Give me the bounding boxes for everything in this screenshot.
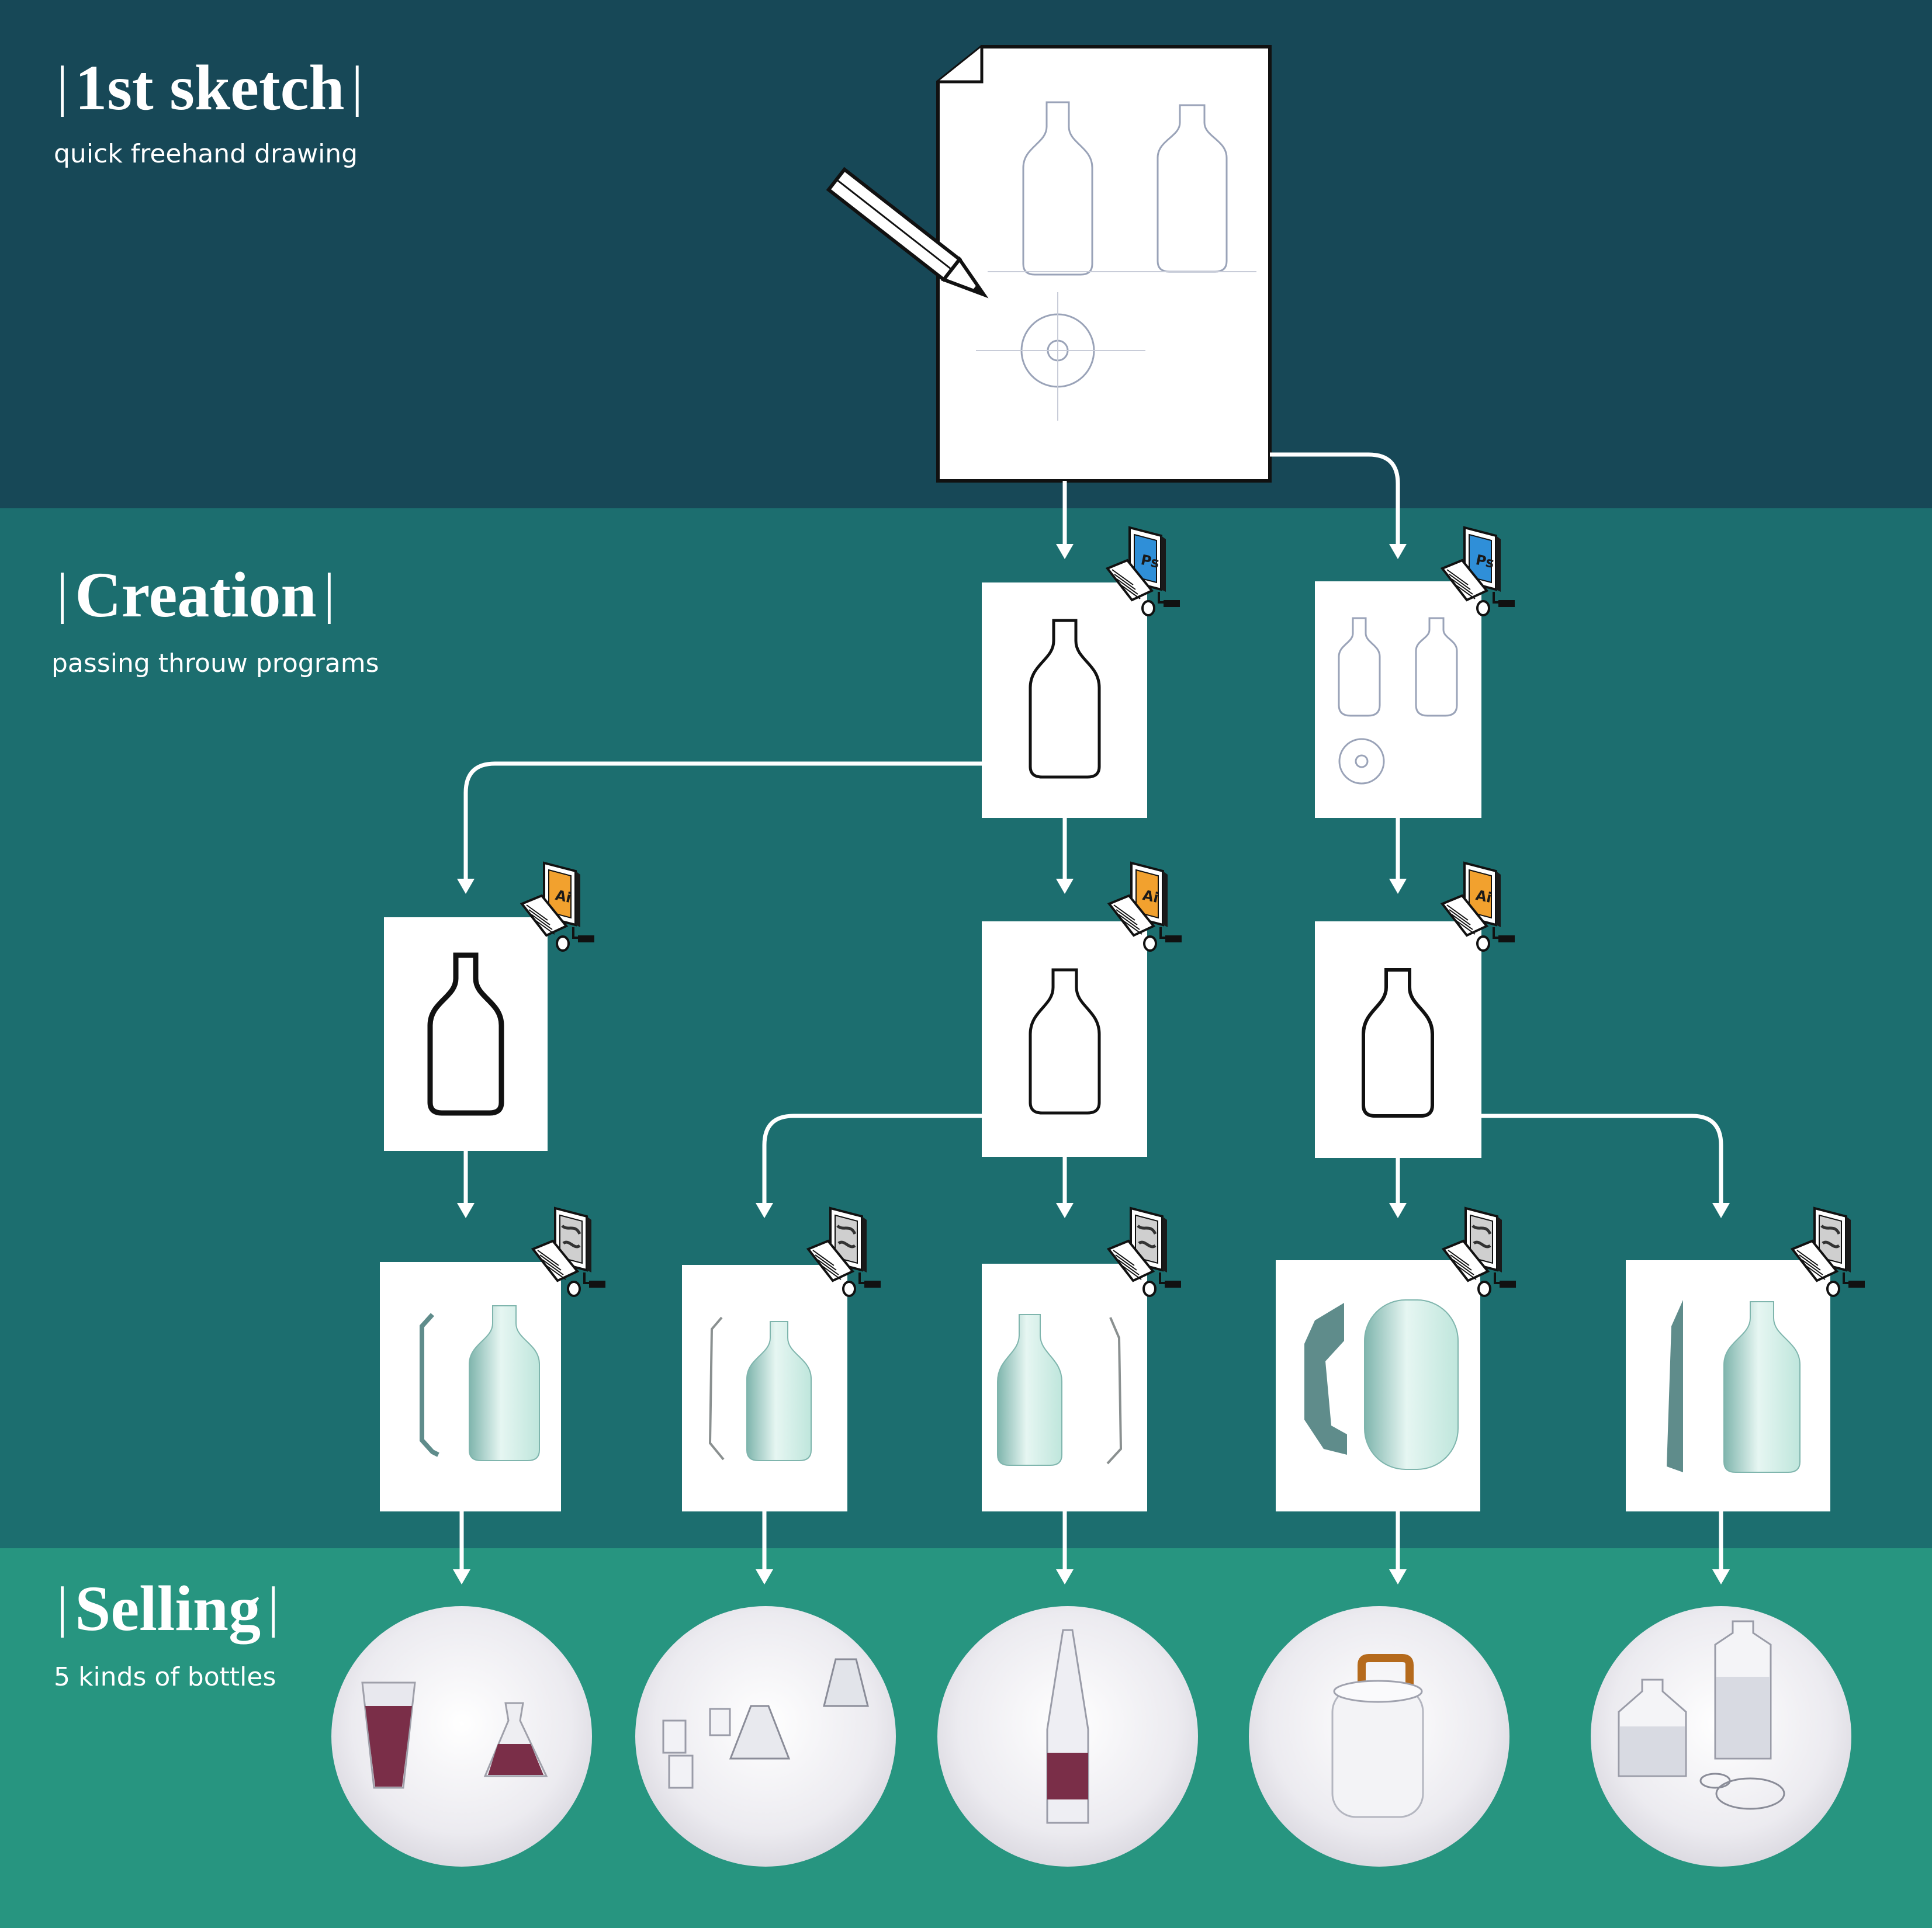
connector-sketch-to-ps2 bbox=[1270, 455, 1407, 559]
photo-circle-5 bbox=[1591, 1606, 1851, 1867]
svg-text:Ai: Ai bbox=[554, 887, 573, 906]
svg-text:Ai: Ai bbox=[1141, 887, 1160, 906]
stage-title-selling: |Selling| bbox=[50, 1576, 286, 1641]
stage-subtitle-creation: passing throuw programs bbox=[51, 649, 379, 678]
ai-card-3 bbox=[1315, 921, 1481, 1158]
ai-card-1 bbox=[384, 917, 548, 1151]
connector-ps1-to-ai2 bbox=[1056, 818, 1074, 894]
stage-subtitle-selling: 5 kinds of bottles bbox=[54, 1662, 276, 1692]
connector-render3-to-photo3 bbox=[1056, 1511, 1074, 1584]
ai-card-2 bbox=[982, 921, 1147, 1157]
stage-subtitle-sketch: quick freehand drawing bbox=[54, 139, 358, 169]
connector-render4-to-photo4 bbox=[1389, 1511, 1407, 1584]
stage-title-sketch: |1st sketch| bbox=[50, 56, 370, 120]
stage-title-creation: |Creation| bbox=[50, 563, 342, 627]
connector-ai3-to-render4 bbox=[1389, 1158, 1407, 1218]
photo-circle-1 bbox=[331, 1606, 592, 1867]
connector-render2-to-photo2 bbox=[756, 1511, 773, 1584]
connector-render5-to-photo5 bbox=[1712, 1511, 1730, 1584]
render-4-bottle bbox=[1365, 1300, 1458, 1469]
sketch-page bbox=[938, 47, 1270, 481]
photo-circle-2 bbox=[635, 1606, 896, 1867]
connector-ai3-to-render5 bbox=[1481, 1116, 1730, 1218]
connector-sketch-to-ps1 bbox=[1056, 481, 1074, 559]
connector-ai2-to-render2 bbox=[756, 1116, 982, 1218]
connector-ps1-to-ai1 bbox=[457, 764, 982, 894]
photo-circle-3 bbox=[937, 1606, 1198, 1867]
connector-ps2-to-ai3 bbox=[1389, 818, 1407, 894]
connector-ai2-to-render3 bbox=[1056, 1157, 1074, 1218]
photo-circle-4 bbox=[1249, 1606, 1509, 1867]
connector-ai1-to-render1 bbox=[457, 1151, 475, 1218]
ps-card-1 bbox=[982, 582, 1147, 818]
connector-render1-to-photo1 bbox=[453, 1511, 470, 1584]
svg-text:Ai: Ai bbox=[1474, 887, 1493, 906]
